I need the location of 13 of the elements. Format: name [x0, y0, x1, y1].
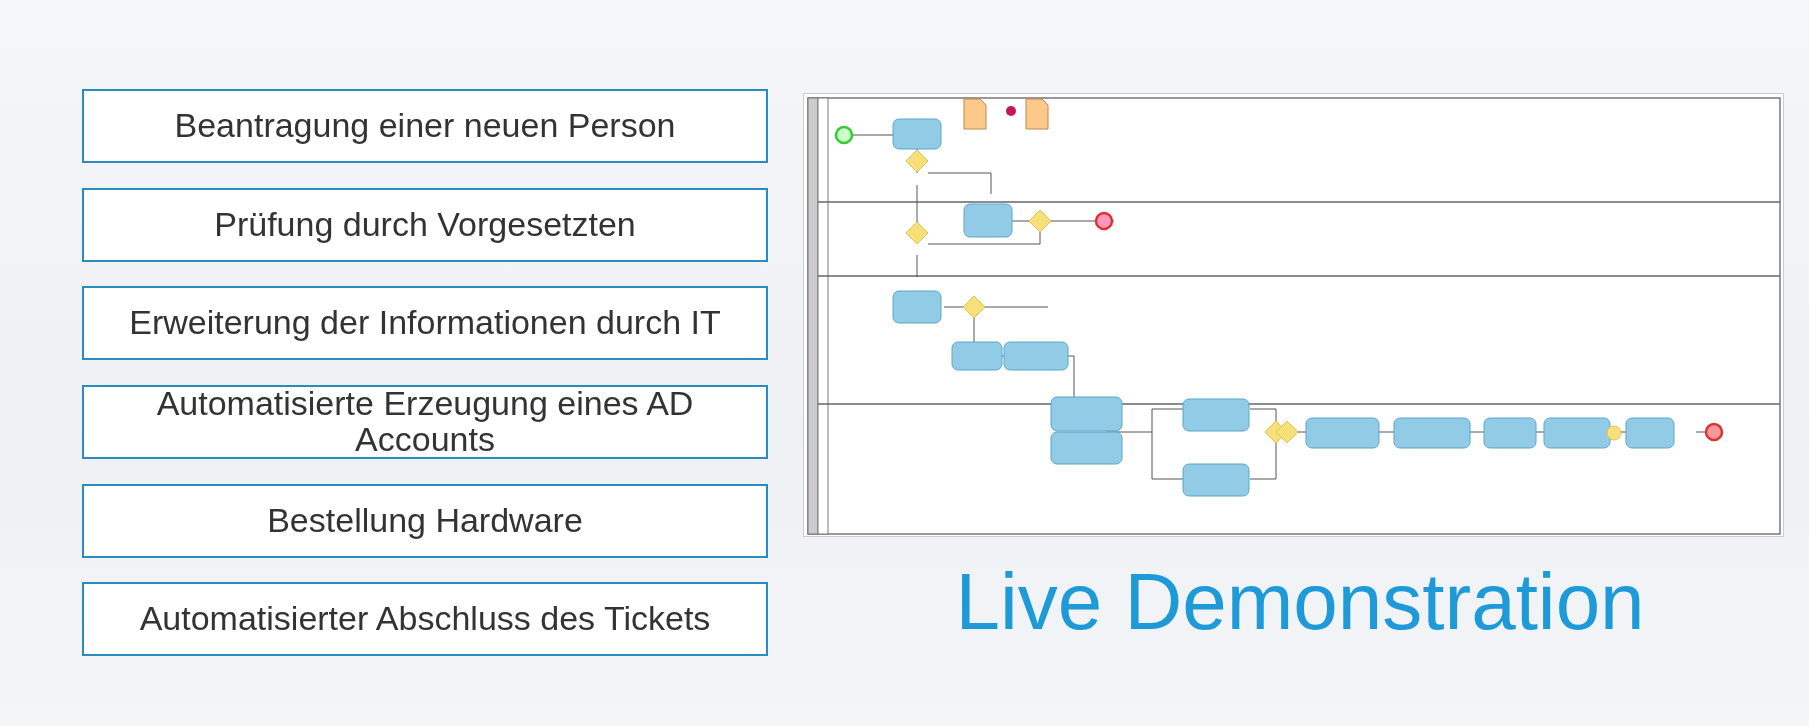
step-box	[82, 484, 768, 558]
heading-text: Live Demonstration	[954, 558, 1646, 646]
step-label: Erweiterung der Informationen durch IT	[128, 305, 722, 341]
step-box	[82, 582, 768, 656]
step-label: Beantragung einer neuen Person	[173, 108, 677, 144]
step-box	[82, 188, 768, 262]
step-box	[82, 286, 768, 360]
step-label: Prüfung durch Vorgesetzten	[213, 207, 637, 243]
step-box	[82, 385, 768, 459]
step-label: Automatisierter Abschluss des Tickets	[138, 601, 712, 637]
step-box	[82, 89, 768, 163]
step-label: Bestellung Hardware	[266, 503, 584, 539]
step-label: Automatisierte Erzeugung eines AD Accounts	[155, 386, 695, 458]
